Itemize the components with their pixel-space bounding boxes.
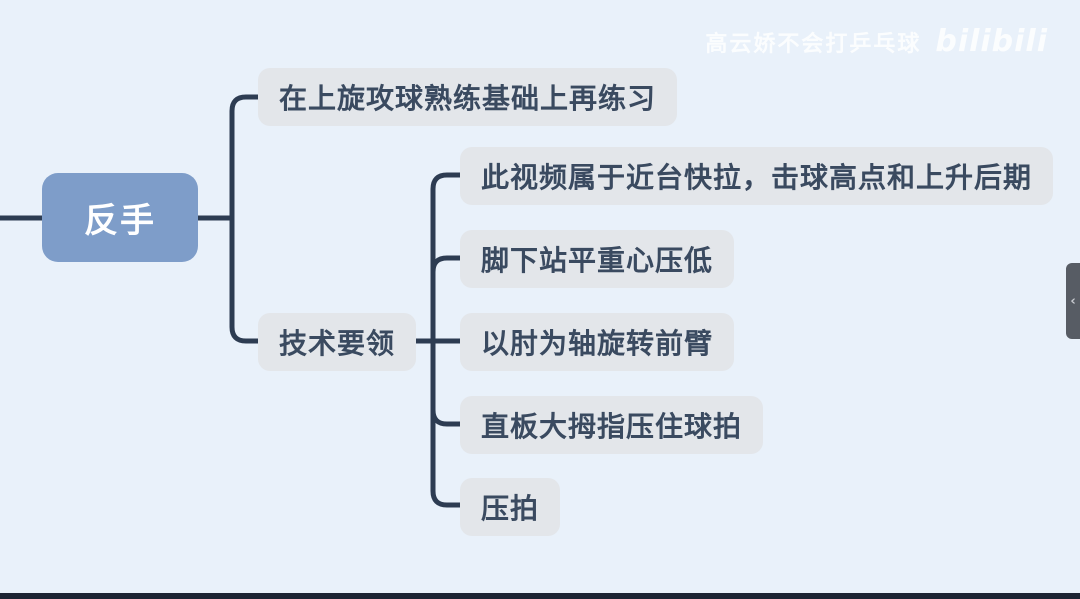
chevron-left-icon: ‹ [1070,293,1076,309]
root-node-backhand[interactable]: 反手 [42,173,198,262]
branch-node-practice-basis[interactable]: 在上旋攻球熟练基础上再练习 [258,68,678,126]
child-node-feet-flat-low-center[interactable]: 脚下站平重心压低 [460,230,735,288]
child-node-penhold-thumb-press[interactable]: 直板大拇指压住球拍 [460,396,764,454]
collapse-panel-tab[interactable]: ‹ [1066,263,1080,339]
branch-node-technique-essentials[interactable]: 技术要领 [258,313,417,371]
child-node-press-paddle[interactable]: 压拍 [460,478,561,536]
bottom-bar [0,593,1080,599]
child-node-video-close-table-loop[interactable]: 此视频属于近台快拉，击球高点和上升后期 [460,147,1054,205]
child-node-elbow-axis-rotate-forearm[interactable]: 以肘为轴旋转前臂 [460,313,735,371]
